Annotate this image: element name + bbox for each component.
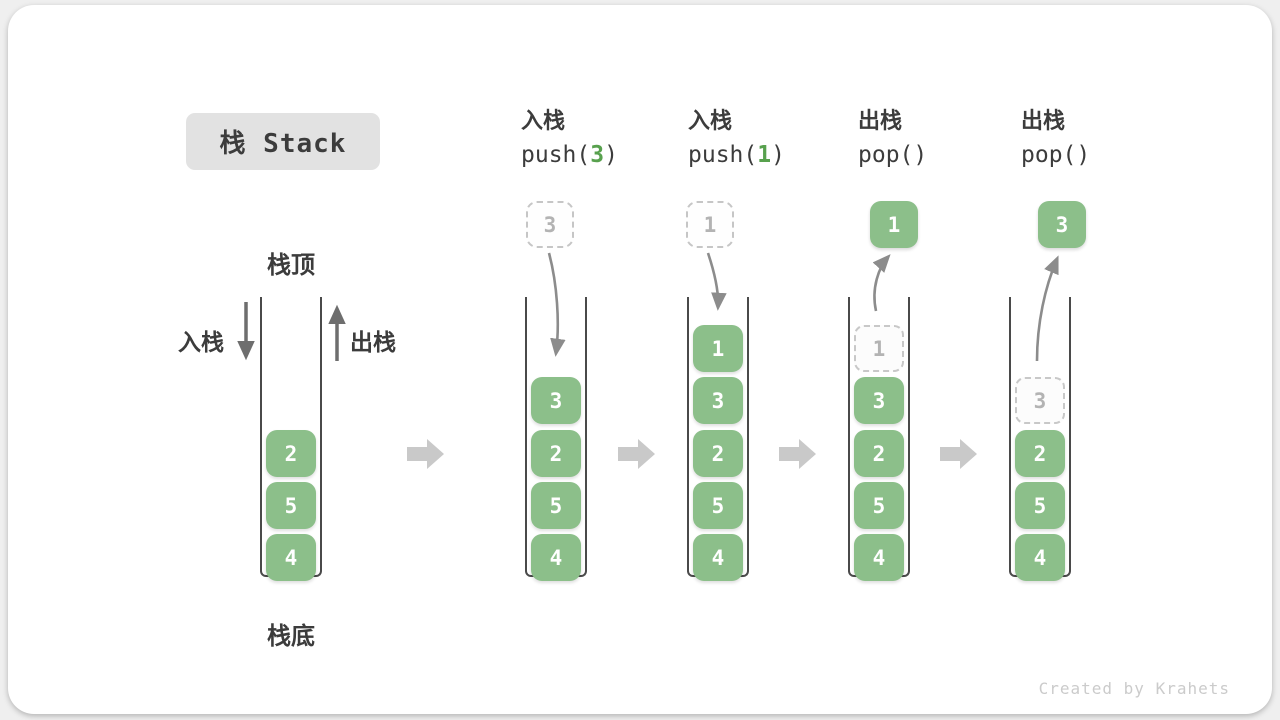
step-code-label: pop()	[1021, 139, 1191, 172]
code-prefix: pop(	[858, 142, 914, 168]
step-transition-arrow-icon	[618, 439, 655, 469]
stack-block: 5	[266, 482, 316, 529]
popped-slot-ghost: 1	[854, 325, 904, 372]
stack-block: 4	[531, 534, 581, 581]
popped-element-box: 3	[1038, 201, 1086, 248]
stack-block: 4	[266, 534, 316, 581]
watermark-credit: Created by Krahets	[1038, 679, 1230, 698]
code-suffix: )	[604, 142, 618, 168]
code-suffix: )	[1076, 142, 1091, 168]
stack-block: 5	[531, 482, 581, 529]
diagram-card: 栈 Stack 入栈 push(3) 入栈 push(1) 出栈 pop() 出…	[8, 5, 1272, 714]
stack-block: 2	[693, 430, 743, 477]
stack-block: 5	[693, 482, 743, 529]
code-arg: 1	[757, 142, 772, 168]
incoming-element-box: 3	[526, 201, 574, 248]
step-code-label: push(1)	[688, 139, 858, 172]
stack-block: 2	[854, 430, 904, 477]
step-header-pop-1: 出栈 pop()	[858, 106, 1028, 172]
code-prefix: pop(	[1021, 142, 1077, 168]
step-header-push-3: 入栈 push(3)	[521, 106, 691, 172]
push-direction-label: 入栈	[178, 329, 224, 355]
popped-slot-ghost: 3	[1015, 377, 1065, 424]
step-code-label: pop()	[858, 139, 1028, 172]
stack-block: 3	[854, 377, 904, 424]
incoming-element-box: 1	[686, 201, 734, 248]
stack-top-label: 栈顶	[267, 252, 315, 279]
title-chip: 栈 Stack	[186, 113, 380, 170]
code-prefix: push(	[688, 142, 758, 168]
code-suffix: )	[913, 142, 928, 168]
step-header-push-1: 入栈 push(1)	[688, 106, 858, 172]
stack-block: 3	[693, 377, 743, 424]
stack-block: 3	[531, 377, 581, 424]
code-arg: 3	[590, 142, 605, 168]
stack-block: 4	[693, 534, 743, 581]
step-transition-arrow-icon	[940, 439, 977, 469]
stack-block: 2	[1015, 430, 1065, 477]
code-suffix: )	[771, 142, 785, 168]
stack-block: 4	[854, 534, 904, 581]
stack-block: 2	[531, 430, 581, 477]
step-transition-arrow-icon	[779, 439, 816, 469]
step-transition-arrow-icon	[407, 439, 444, 469]
step-action-label: 入栈	[688, 108, 733, 133]
stack-block: 4	[1015, 534, 1065, 581]
code-prefix: push(	[521, 142, 591, 168]
step-action-label: 出栈	[858, 108, 903, 133]
stack-block: 5	[854, 482, 904, 529]
step-action-label: 入栈	[521, 108, 566, 133]
step-code-label: push(3)	[521, 139, 691, 172]
popped-element-box: 1	[870, 201, 918, 248]
stack-block: 2	[266, 430, 316, 477]
stack-block: 5	[1015, 482, 1065, 529]
step-action-label: 出栈	[1021, 108, 1066, 133]
step-header-pop-3: 出栈 pop()	[1021, 106, 1191, 172]
title-label: 栈 Stack	[219, 129, 347, 159]
stack-block: 1	[693, 325, 743, 372]
pop-direction-label: 出栈	[350, 329, 396, 355]
stack-bottom-label: 栈底	[267, 623, 315, 650]
